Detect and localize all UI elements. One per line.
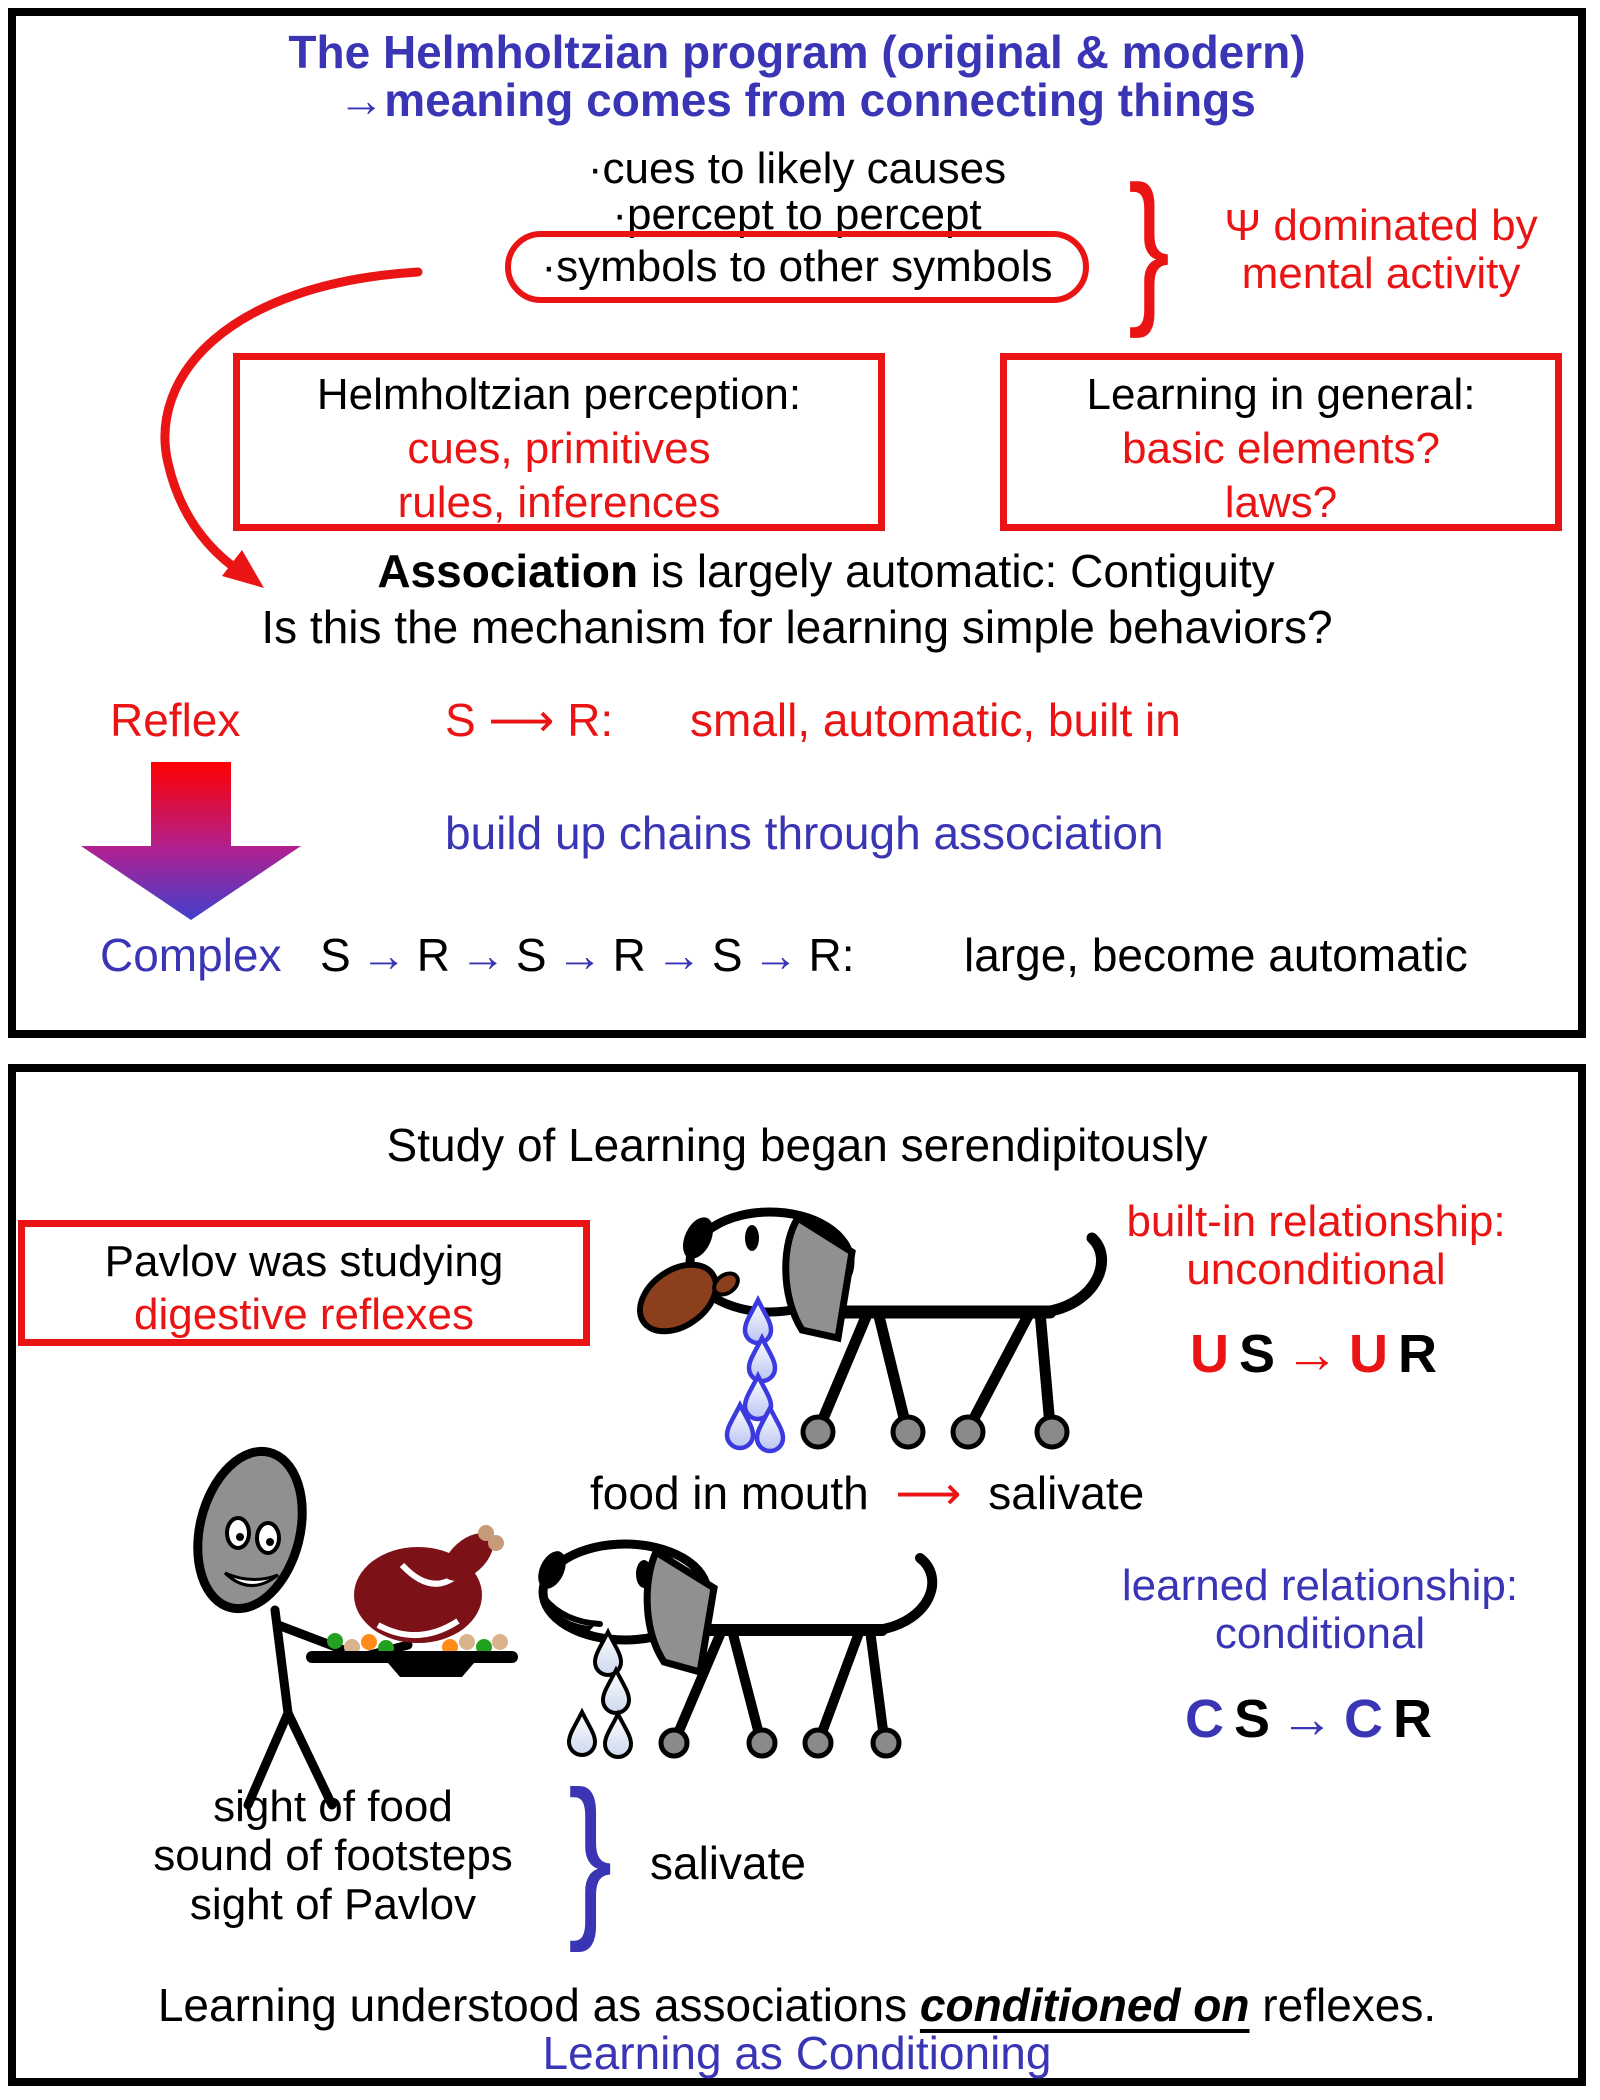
pavlov-box-line1: Pavlov was studying [104,1237,504,1286]
symbols-oval-highlight: ·symbols to other symbols [505,231,1089,303]
us-ur-token: S [1239,1324,1276,1384]
dog-with-food-illustration [637,1207,1107,1454]
bullet-cues-to-causes: ·cues to likely causes [587,144,1007,193]
chain-token: R [416,929,450,981]
cs-cr-token: S [1234,1689,1271,1749]
chain-token: R: [808,929,855,981]
helmholtzian-perception-box: Helmholtzian perception: cues, primitive… [233,353,885,531]
box-left-line1: cues, primitives [407,424,711,473]
builtin-relationship-line2: unconditional [1186,1245,1446,1294]
learning-as-conditioning: Learning as Conditioning [542,2027,1052,2079]
chain-token: S [711,929,743,981]
chain-token: → [459,929,506,981]
bottom-conditioned-on: conditioned on [919,1979,1250,2031]
salivate-label: salivate [650,1837,806,1889]
pavlov-figure-illustration [193,1446,518,1810]
bullet-percept-to-percept: ·percept to percept [612,190,982,239]
us-ur-token: U [1349,1324,1389,1384]
cs-item-sight-of-food: sight of food [213,1782,453,1831]
cs-cr-token: R [1393,1689,1433,1749]
pavlov-studying-box: Pavlov was studying digestive reflexes [18,1220,590,1346]
bullet3-wrap: ·symbols to other symbols [16,231,1578,303]
food-in-mouth-line: food in mouth ⟶ salivate [590,1468,1144,1518]
box-right-title: Learning in general: [1086,370,1476,419]
chain-token: S [320,929,351,981]
learned-relationship-line2: conditional [1214,1609,1426,1658]
conditioned-stimuli-list: sight of food sound of footsteps sight o… [63,1782,603,1929]
box-left-title: Helmholtzian perception: [316,370,802,419]
slide1-title-line1: The Helmholtzian program (original & mod… [288,26,1306,78]
curved-arrow-icon [160,267,423,588]
cs-cr-token: → [1280,1689,1335,1749]
reflex-description: small, automatic, built in [690,694,1181,746]
us-ur-token: → [1285,1324,1340,1384]
red-arrow-icon: ⟶ [895,1467,962,1519]
cs-cr-token: C [1185,1689,1224,1749]
cs-item-sound-of-footsteps: sound of footsteps [153,1831,513,1880]
slide2-title: Study of Learning began serendipitously [386,1119,1208,1171]
pavlov-box-line2: digestive reflexes [134,1290,474,1339]
complex-label: Complex [100,929,282,981]
dog-salivating-illustration [538,1539,938,1759]
slide-helmholtzian-program: The Helmholtzian program (original & mod… [8,8,1586,1038]
chain-token: R [612,929,646,981]
complex-description: large, become automatic [964,929,1468,981]
bottom-post: reflexes. [1249,1979,1437,2031]
psi-note-line2: mental activity [1241,249,1521,298]
bottom-summary-line: Learning understood as associations cond… [16,1980,1578,2030]
association-rest: is largely automatic: Contiguity [638,545,1275,597]
gradient-down-arrow-icon [81,762,301,920]
chain-token: → [556,929,603,981]
chain-token: → [360,929,407,981]
psi-note-line1: Ψ dominated by [1224,201,1538,250]
chains-note: build up chains through association [445,807,1164,859]
box-right-line1: basic elements? [1122,424,1440,473]
cs-cr-token: C [1344,1689,1384,1749]
chain-token: S [515,929,547,981]
salivate-brace-icon: } [568,1754,613,1953]
mechanism-question: Is this the mechanism for learning simpl… [261,601,1333,653]
association-line: Association is largely automatic: Contig… [196,546,1456,596]
bottom-pre: Learning understood as associations [157,1979,920,2031]
builtin-relationship-line1: built-in relationship: [1126,1197,1506,1246]
salivate-text: salivate [988,1467,1145,1519]
complex-chain: S→R→S→R→S→R: [320,930,855,980]
box-left-line2: rules, inferences [397,478,721,527]
chain-token: → [655,929,702,981]
cs-item-sight-of-pavlov: sight of Pavlov [189,1880,477,1929]
chain-token: → [752,929,799,981]
slide-pavlov-conditioning: Study of Learning began serendipitously … [8,1064,1586,2086]
learned-relationship-line1: learned relationship: [1121,1561,1519,1610]
box-right-line2: laws? [1224,478,1338,527]
us-ur-token: U [1190,1324,1229,1384]
reflex-label: Reflex [110,694,241,746]
slide1-title-line2: →meaning comes from connecting things [338,74,1256,126]
us-ur-token: R [1398,1324,1438,1384]
reflex-s-arrow-r: S ⟶ R: [445,694,614,746]
food-in-mouth-text: food in mouth [590,1467,869,1519]
association-bold: Association [377,545,639,597]
learning-in-general-box: Learning in general: basic elements? law… [1000,353,1562,531]
psi-brace-icon: } [1128,151,1171,339]
